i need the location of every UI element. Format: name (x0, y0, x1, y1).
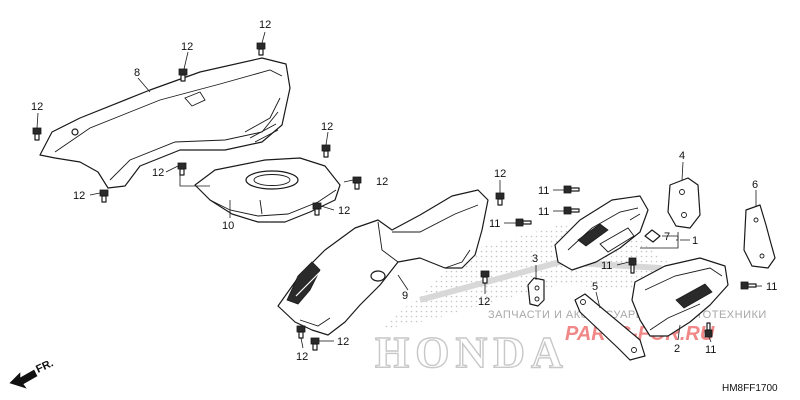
callout-12[interactable]: 12 (181, 41, 193, 53)
part-2-lower-guard[interactable] (631, 257, 729, 337)
callout-12[interactable]: 12 (259, 19, 271, 31)
callout-2[interactable]: 2 (674, 343, 680, 355)
watermark-subtitle: ЗАПЧАСТИ И АКСЕССУАРЫ ДЛЯ МОТОТЕХНИКИ (488, 309, 767, 321)
part-4-bracket[interactable] (667, 177, 701, 229)
callout-12[interactable]: 12 (338, 205, 350, 217)
callout-11[interactable]: 11 (705, 344, 716, 356)
bolt-11-icon[interactable] (740, 281, 757, 290)
callout-4[interactable]: 4 (679, 150, 685, 162)
clip-12-icon[interactable] (296, 325, 306, 339)
callout-8[interactable]: 8 (134, 67, 140, 79)
callout-12[interactable]: 12 (152, 167, 164, 179)
callout-6[interactable]: 6 (752, 179, 758, 191)
bolt-11-icon[interactable] (563, 185, 580, 194)
callout-12[interactable]: 12 (337, 336, 349, 348)
leader-lines (36, 31, 762, 349)
clip-12-icon[interactable] (32, 127, 42, 141)
part-10-center-cover[interactable] (194, 157, 341, 223)
callout-7[interactable]: 7 (664, 231, 670, 243)
honda-logo-watermark: HONDA (375, 328, 569, 377)
clip-12-icon[interactable] (178, 68, 188, 82)
bolt-11-icon[interactable] (628, 257, 637, 274)
callout-12[interactable]: 12 (73, 190, 85, 202)
callout-10[interactable]: 10 (222, 220, 234, 232)
front-direction-indicator: FR. (9, 357, 55, 389)
part-9-under-cover[interactable] (277, 189, 489, 336)
part-1-inner-cover[interactable] (554, 195, 649, 271)
callout-11[interactable]: 11 (538, 185, 549, 197)
callout-11[interactable]: 11 (601, 260, 612, 272)
part-3-stay[interactable] (527, 277, 545, 307)
clip-12-icon[interactable] (256, 42, 266, 56)
callout-1[interactable]: 1 (692, 235, 698, 247)
part-8-side-cover[interactable] (39, 57, 291, 189)
callout-12[interactable]: 12 (478, 296, 490, 308)
direction-label: FR. (34, 357, 55, 375)
bolt-11-icon[interactable] (704, 322, 713, 338)
clip-12-icon[interactable] (312, 202, 322, 216)
clip-12-icon[interactable] (352, 176, 362, 190)
clip-12-icon[interactable] (177, 162, 187, 176)
callout-11[interactable]: 11 (766, 281, 777, 293)
callout-3[interactable]: 3 (532, 253, 538, 265)
diagram-code: HM8FF1700 (722, 383, 778, 394)
clip-12-icon[interactable] (321, 144, 331, 158)
callout-11[interactable]: 11 (538, 206, 549, 218)
callout-12[interactable]: 12 (494, 168, 506, 180)
part-6-side-bracket[interactable] (743, 204, 776, 269)
callouts: 12 12 8 12 12 12 12 12 10 12 12 11 11 11… (31, 19, 777, 363)
callout-12[interactable]: 12 (31, 101, 43, 113)
part-5-long-stay[interactable] (574, 293, 646, 361)
callout-9[interactable]: 9 (402, 290, 408, 302)
arrow-front-icon (9, 369, 38, 389)
clip-12-icon[interactable] (99, 189, 109, 203)
bolt-11-icon[interactable] (563, 206, 580, 215)
callout-12[interactable]: 12 (296, 351, 308, 363)
bolt-11-icon[interactable] (515, 218, 532, 227)
callout-5[interactable]: 5 (592, 281, 598, 293)
clip-12-icon[interactable] (310, 337, 320, 351)
callout-12[interactable]: 12 (376, 176, 388, 188)
callout-12[interactable]: 12 (321, 121, 333, 133)
clip-12-icon[interactable] (495, 192, 505, 206)
part-7-emblem[interactable] (644, 229, 661, 243)
callout-11[interactable]: 11 (489, 218, 500, 230)
